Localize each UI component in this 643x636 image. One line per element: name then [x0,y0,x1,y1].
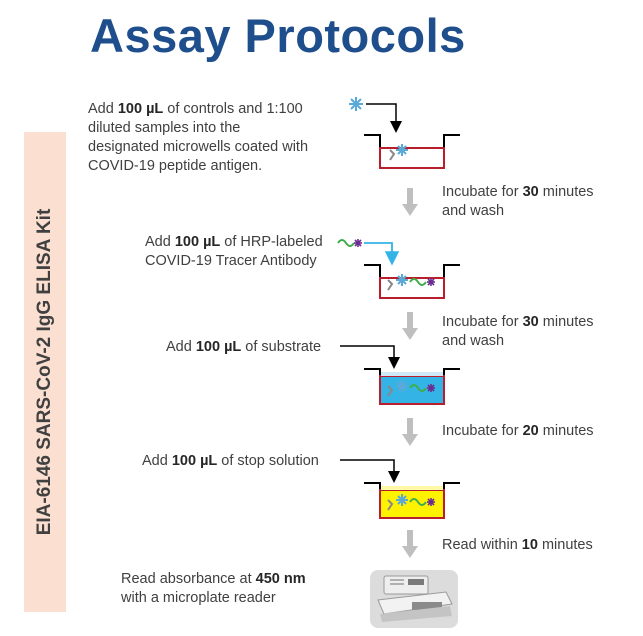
flow-arrow-icon [402,188,418,216]
pipette-arrow-2 [364,242,400,266]
microwell-icon [364,482,460,519]
step-5-text: Read absorbance at 450 nm with a micropl… [121,571,306,606]
flow-arrow-icon [402,530,418,558]
antigen-icon [349,97,363,111]
microplate-reader-icon [370,570,458,628]
incubation-3: Incubate for 20 minutes [442,423,594,439]
tracer-antibody-icon [337,239,362,247]
step-2-text: Add 100 µL of HRP-labeled COVID-19 Trace… [145,234,323,269]
pipette-arrow-3 [340,345,400,369]
incubation-1: Incubate for 30 minutes and wash [442,184,594,219]
microwell-icon [364,134,460,169]
step-1-text: Add 100 µL of controls and 1:100 diluted… [88,101,309,174]
step-4-text: Add 100 µL of stop solution [142,453,319,469]
step-3-text: Add 100 µL of substrate [166,339,322,355]
page-title: Assay Protocols [90,9,466,62]
pipette-arrow-1 [366,103,402,133]
incubation-2: Incubate for 30 minutes and wash [442,314,594,349]
pipette-arrow-4 [340,459,400,483]
incubation-4: Read within 10 minutes [442,537,593,553]
microwell-icon [364,368,460,405]
microwell-icon [364,264,460,299]
flow-arrow-icon [402,418,418,446]
kit-label-band [24,132,66,612]
flow-arrow-icon [402,312,418,340]
